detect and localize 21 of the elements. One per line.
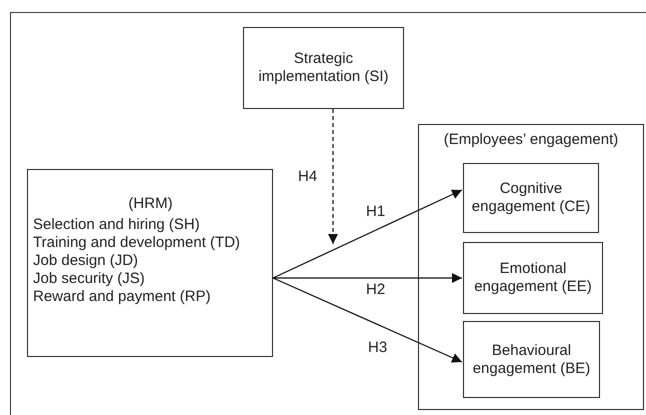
concept-box	[463, 163, 599, 233]
box-label: Cognitive engagement (CE)	[470, 180, 592, 216]
box-label: Emotional engagement (EE)	[473, 260, 593, 296]
list-item: Training and development (TD)	[33, 234, 240, 252]
concept-box	[463, 242, 603, 314]
list-item: Selection and hiring (SH)	[33, 216, 200, 234]
list-item: Job security (JS)	[33, 270, 145, 288]
list-item: Reward and payment (RP)	[33, 288, 211, 306]
box-label: Strategic implementation (SI)	[257, 50, 390, 86]
concept-box	[463, 321, 600, 398]
box-heading: (HRM)	[128, 195, 173, 213]
box-label: Behavioural engagement (BE)	[472, 342, 592, 378]
arrow	[273, 273, 462, 283]
dashed-arrow	[328, 109, 338, 244]
list-item: Job design (JD)	[33, 252, 138, 270]
arrow	[272, 189, 462, 279]
arrow	[272, 277, 462, 363]
box-heading: (Employees’ engagement)	[444, 131, 618, 149]
concept-box	[243, 27, 404, 109]
group-box	[418, 124, 644, 410]
concept-box	[27, 169, 273, 357]
